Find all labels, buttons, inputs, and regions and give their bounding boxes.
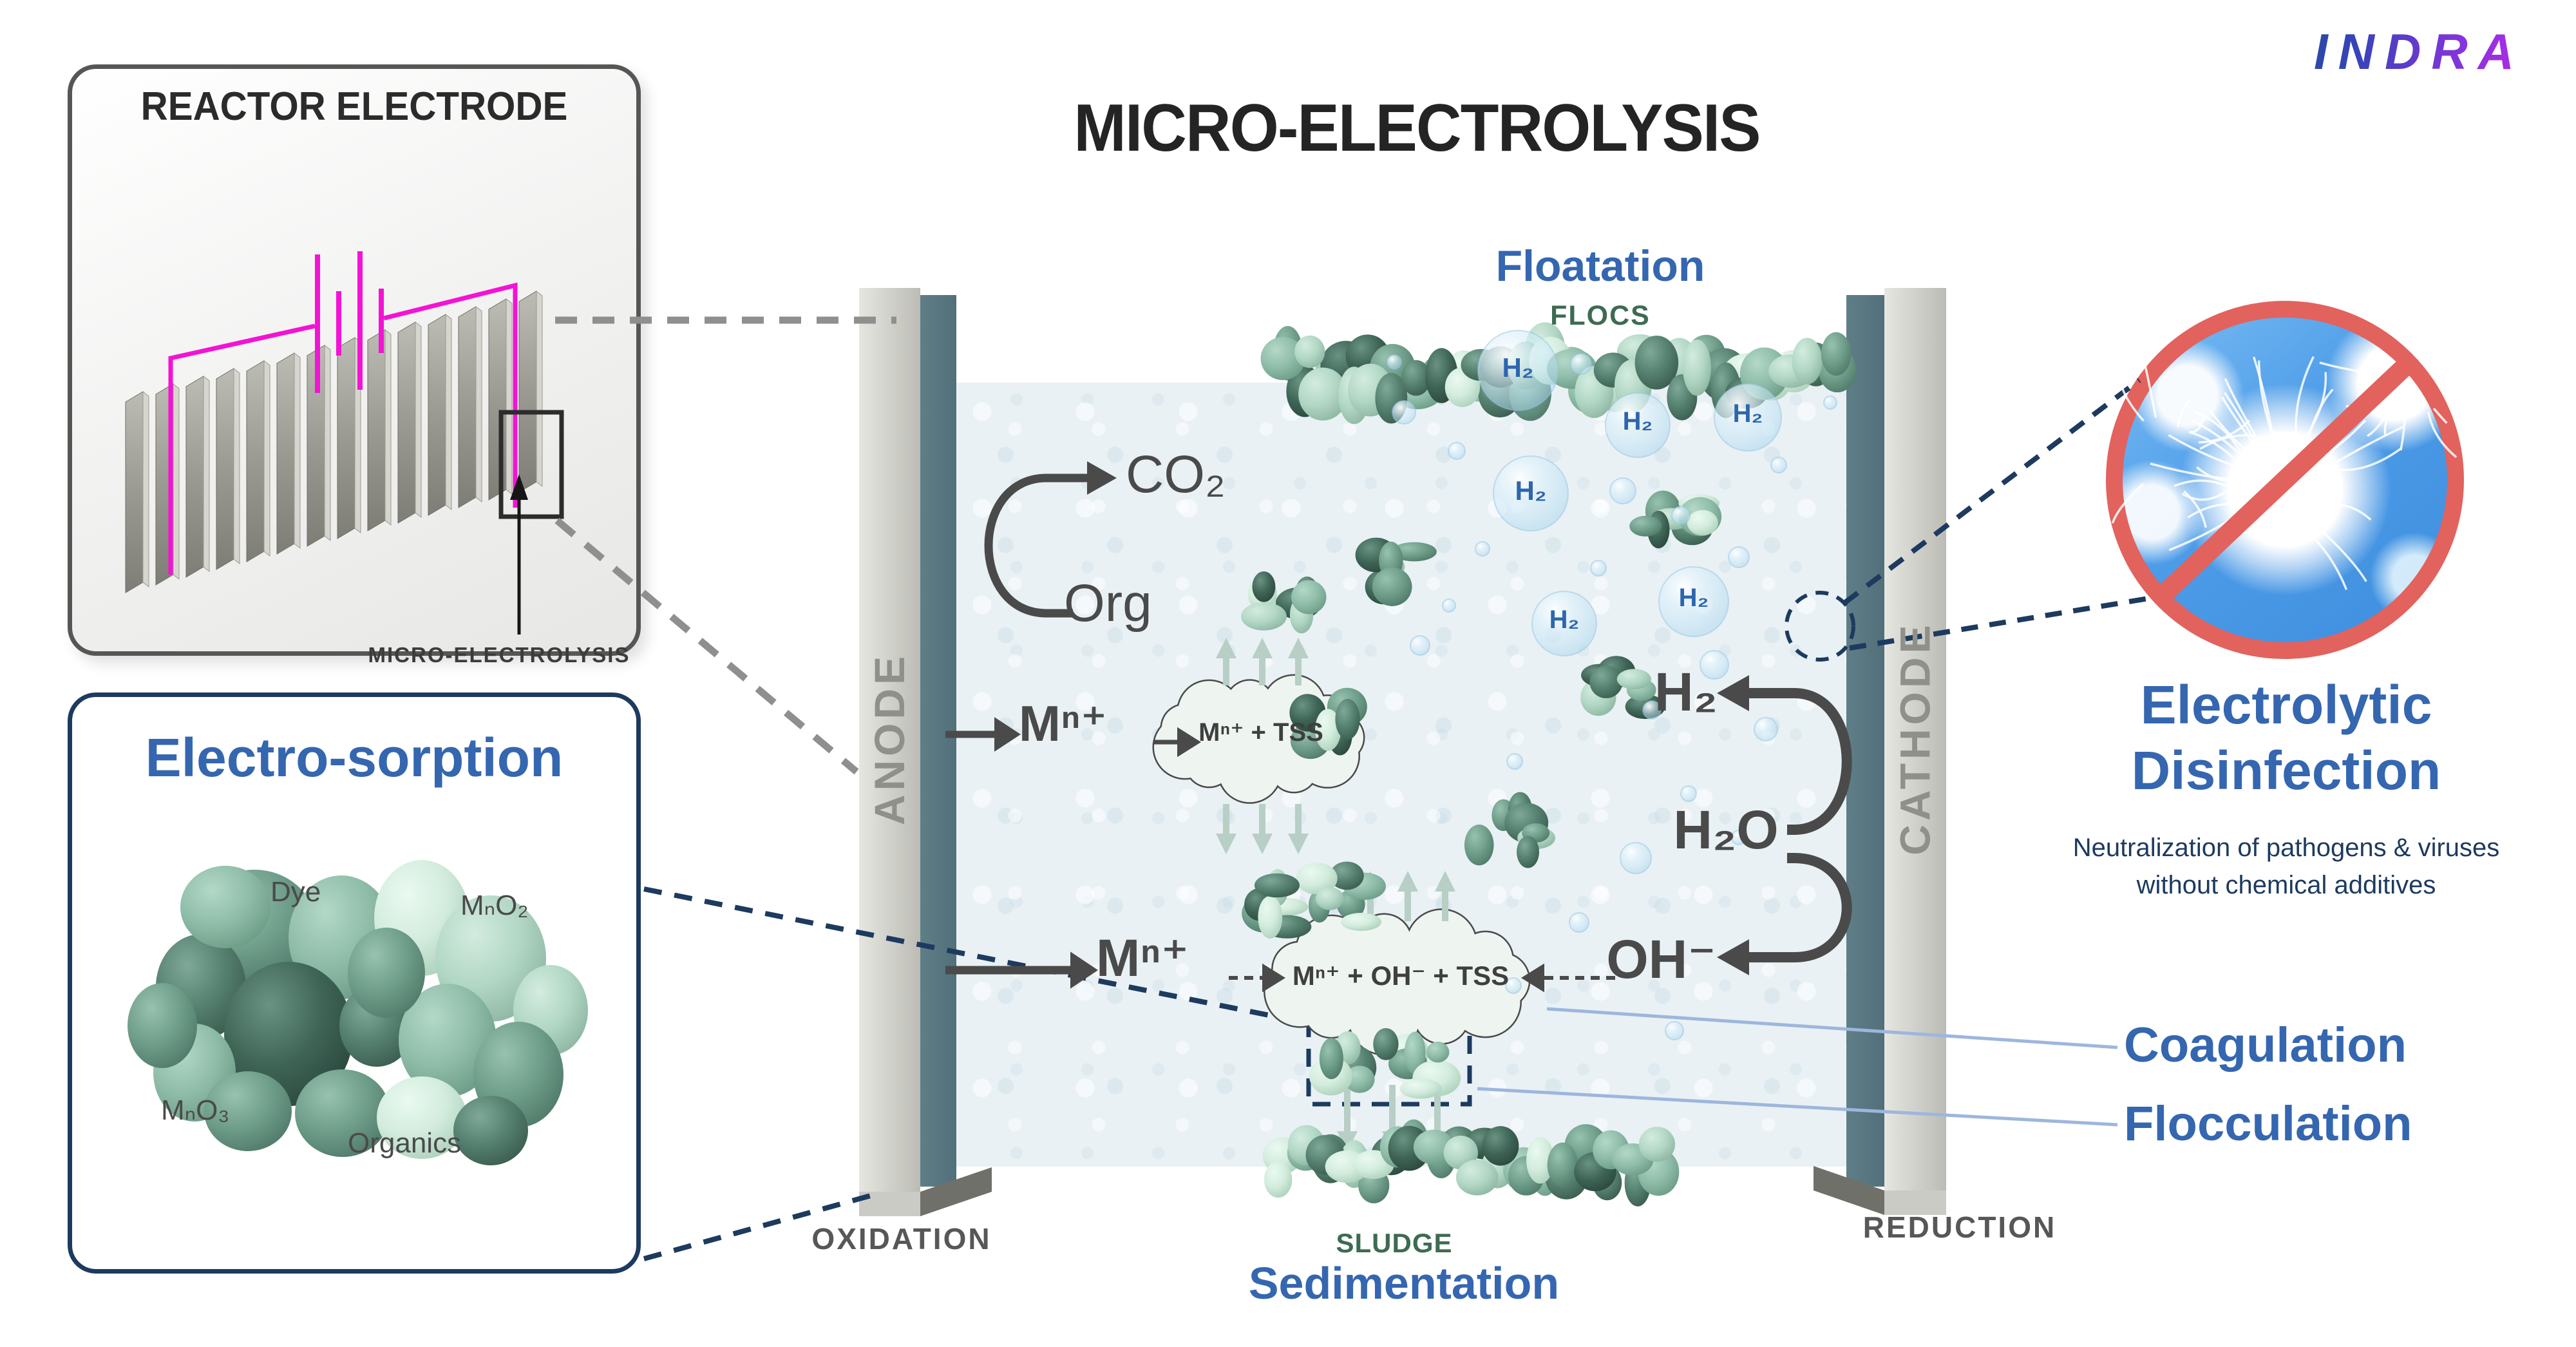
h2-product-label: H₂: [1654, 662, 1718, 722]
co2-label: CO₂: [1126, 445, 1226, 504]
sedimentation-label: Sedimentation: [1248, 1258, 1560, 1308]
bacteria-flagella: [2111, 356, 2503, 591]
cathode-label-text: CATHODE: [1891, 621, 1939, 855]
disinfection-title-line2: Disinfection: [2131, 740, 2441, 801]
reduction-label: REDUCTION: [1862, 1210, 2057, 1244]
h2-bubble-label: H₂: [1622, 407, 1653, 435]
reaction-arrow: [1154, 727, 1201, 758]
floc-cluster: [1240, 571, 1327, 634]
anode-label: ANODE: [859, 288, 920, 1190]
floc-cluster: [1309, 1027, 1461, 1099]
prohibition-slash: [2151, 353, 2419, 607]
oxidation-label: OXIDATION: [811, 1222, 992, 1256]
flow-arrow: [1288, 638, 1309, 685]
label-mno3: MₙO₃: [161, 1094, 230, 1126]
floc-cluster: [1242, 861, 1386, 939]
sorption-panel-title: Electro-sorption: [145, 727, 564, 788]
reaction-arrow: [1229, 963, 1285, 993]
metal-ion-label-1: Mⁿ⁺: [1019, 695, 1108, 752]
sludge-band: [1262, 1119, 1680, 1207]
reaction-arrow: [945, 717, 1021, 752]
reactor-panel-title: REACTOR ELECTRODE: [140, 84, 568, 129]
cathode-bar: [1884, 288, 1946, 1190]
label-mno2: MₙO₂: [460, 890, 529, 921]
h2-bubble-label: H₂: [1515, 475, 1547, 506]
cathode-active-face: [1846, 295, 1884, 1187]
h2-bubbles: [1387, 330, 1837, 1040]
flow-arrow: [1435, 871, 1455, 921]
disinfection-subtitle-line1: Neutralization of pathogens & viruses: [2072, 834, 2500, 862]
flow-arrow: [1216, 638, 1236, 685]
label-dye: Dye: [270, 876, 321, 908]
flow-arrow: [1288, 804, 1309, 854]
coagulation-label: Coagulation: [2124, 1018, 2407, 1073]
cloud2-label: Mⁿ⁺ + OH⁻ + TSS: [1292, 960, 1510, 991]
metal-ion-label-2: Mⁿ⁺: [1096, 929, 1189, 988]
floc-cluster: [1580, 656, 1665, 720]
flow-arrow: [1337, 1085, 1358, 1152]
anode-active-face: [920, 295, 956, 1187]
floc-cluster: [1464, 792, 1556, 868]
reaction-arrow: [1521, 963, 1615, 993]
h2-bubble-label: H₂: [1502, 352, 1534, 383]
page-title: MICRO-ELECTROLYSIS: [1074, 91, 1761, 166]
anode-label-text: ANODE: [866, 652, 914, 826]
org-label: Org: [1064, 574, 1152, 633]
reaction-arrow: [945, 951, 1098, 989]
h2-bubble-label: H₂: [1732, 399, 1763, 428]
flocs-label: FLOCS: [1550, 300, 1651, 331]
cloud1-label: Mⁿ⁺ + TSS: [1198, 718, 1323, 747]
floatation-label: Floatation: [1495, 242, 1705, 291]
disinfection-title-line1: Electrolytic: [2140, 674, 2432, 735]
cathode-label: CATHODE: [1884, 288, 1946, 1189]
electrode-pedestals: [859, 1166, 1946, 1216]
flow-arrow: [1252, 804, 1273, 854]
flow-arrow: [1397, 871, 1418, 921]
floc-cluster: [1355, 537, 1437, 606]
anode-bar: [859, 288, 920, 1192]
reaction-curves: [984, 473, 1852, 962]
label-connector-lines: [1477, 1007, 2118, 1127]
flow-arrow: [1216, 804, 1236, 854]
detail-connector-lines: [643, 377, 2161, 1261]
h2-bubble-label: H₂: [1549, 606, 1580, 634]
sludge-label: SLUDGE: [1336, 1228, 1453, 1258]
indra-logo: INDRA: [2215, 19, 2524, 84]
reactor-plate-caption: MICRO-ELECTROLYSIS: [368, 643, 630, 667]
floc-cluster: [1289, 687, 1367, 759]
h2o-label: H₂O: [1673, 799, 1779, 860]
reaction-cloud: [1264, 908, 1531, 1056]
electrode-plate-stack: [125, 290, 543, 593]
zoom-wedge-lines: [554, 316, 896, 775]
h2-bubble-label: H₂: [1678, 584, 1709, 612]
flow-arrow: [1252, 638, 1273, 685]
battery-circuit: [168, 251, 518, 575]
plate-highlight: [498, 410, 564, 635]
flocculation-label: Flocculation: [2124, 1096, 2412, 1151]
oh-label: OH⁻: [1606, 929, 1716, 989]
disinfection-subtitle-line2: without chemical additives: [2136, 871, 2436, 899]
label-organics: Organics: [348, 1127, 462, 1159]
sorption-sphere-cluster: [128, 860, 588, 1165]
